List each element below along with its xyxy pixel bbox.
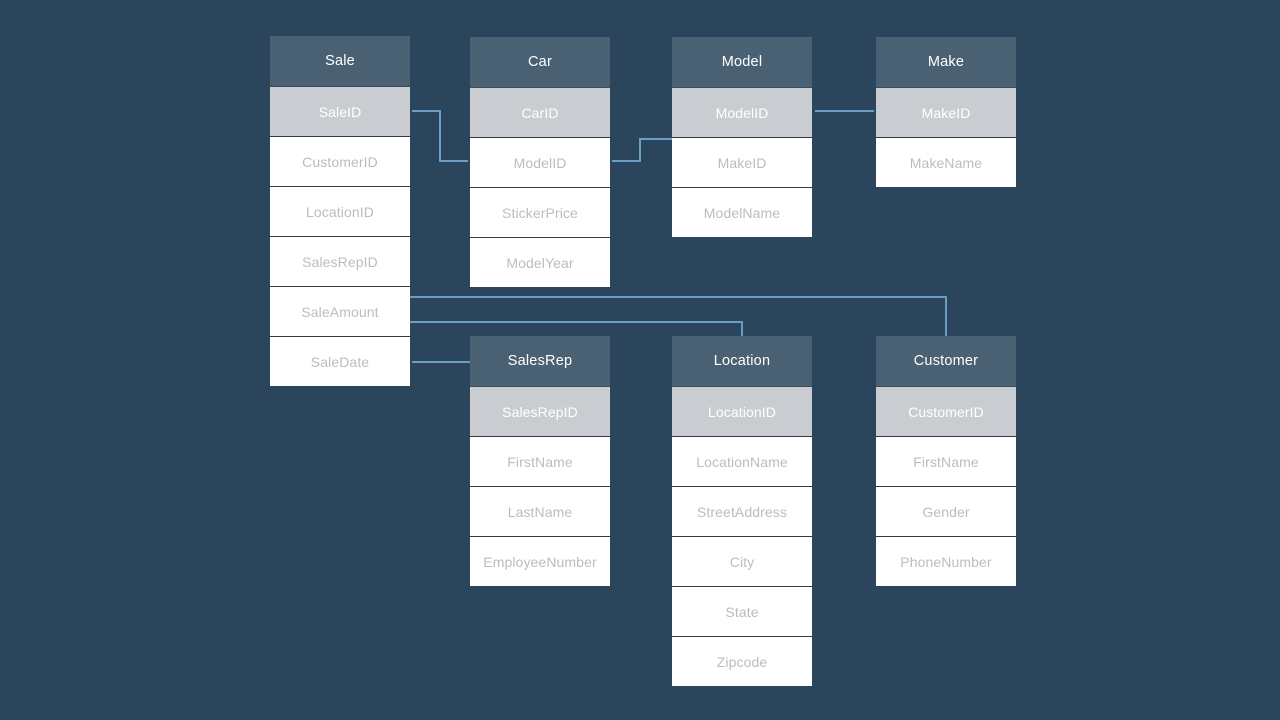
attribute-row-car[interactable]: StickerPrice (470, 187, 610, 237)
attribute-row-sale[interactable]: LocationID (270, 186, 410, 236)
relationship-sale-car (412, 110, 468, 162)
attribute-row-location[interactable]: State (672, 586, 812, 636)
entity-title-make: Make (876, 37, 1016, 87)
primary-key-row-make[interactable]: MakeID (876, 87, 1016, 137)
entity-title-customer: Customer (876, 336, 1016, 386)
attribute-row-salesrep[interactable]: FirstName (470, 436, 610, 486)
attribute-row-model[interactable]: MakeID (672, 137, 812, 187)
attribute-row-customer[interactable]: PhoneNumber (876, 536, 1016, 586)
entity-title-sale: Sale (270, 36, 410, 86)
attribute-row-sale[interactable]: CustomerID (270, 136, 410, 186)
entity-title-model: Model (672, 37, 812, 87)
primary-key-row-location[interactable]: LocationID (672, 386, 812, 436)
attribute-row-sale[interactable]: SaleDate (270, 336, 410, 386)
attribute-row-car[interactable]: ModelID (470, 137, 610, 187)
attribute-row-customer[interactable]: FirstName (876, 436, 1016, 486)
entity-title-salesrep: SalesRep (470, 336, 610, 386)
attribute-row-location[interactable]: StreetAddress (672, 486, 812, 536)
attribute-row-location[interactable]: Zipcode (672, 636, 812, 686)
primary-key-row-car[interactable]: CarID (470, 87, 610, 137)
relationship-sale-location (410, 321, 743, 336)
primary-key-row-sale[interactable]: SaleID (270, 86, 410, 136)
primary-key-row-model[interactable]: ModelID (672, 87, 812, 137)
entity-title-car: Car (470, 37, 610, 87)
attribute-row-make[interactable]: MakeName (876, 137, 1016, 187)
attribute-row-car[interactable]: ModelYear (470, 237, 610, 287)
attribute-row-location[interactable]: City (672, 536, 812, 586)
attribute-row-salesrep[interactable]: LastName (470, 486, 610, 536)
primary-key-row-salesrep[interactable]: SalesRepID (470, 386, 610, 436)
primary-key-row-customer[interactable]: CustomerID (876, 386, 1016, 436)
relationship-car-model (612, 138, 672, 162)
attribute-row-sale[interactable]: SalesRepID (270, 236, 410, 286)
attribute-row-location[interactable]: LocationName (672, 436, 812, 486)
attribute-row-customer[interactable]: Gender (876, 486, 1016, 536)
attribute-row-sale[interactable]: SaleAmount (270, 286, 410, 336)
relationship-sale-customer (410, 296, 947, 336)
entity-title-location: Location (672, 336, 812, 386)
attribute-row-model[interactable]: ModelName (672, 187, 812, 237)
attribute-row-salesrep[interactable]: EmployeeNumber (470, 536, 610, 586)
